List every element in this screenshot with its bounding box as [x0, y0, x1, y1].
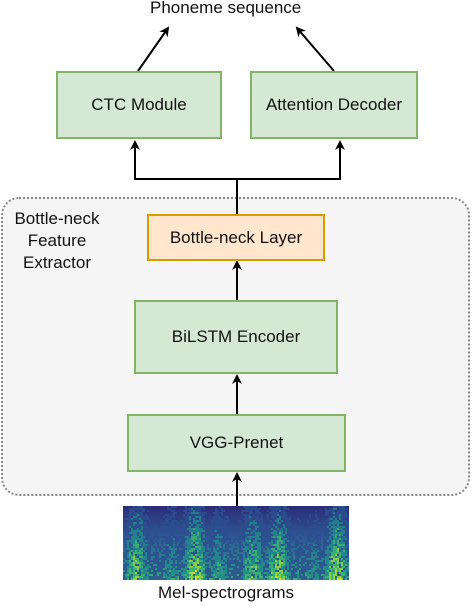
feature-extractor-label-line-2: Feature [27, 231, 87, 250]
arrow-attention-to-output [295, 26, 335, 72]
attention-decoder-box: Attention Decoder [250, 71, 418, 139]
feature-extractor-label-line-1: Bottle-neck [14, 209, 100, 228]
input-label: Mel-spectrograms [158, 583, 295, 602]
bottleneck-layer-box: Bottle-neck Layer [147, 214, 325, 261]
arrow-ctc-to-output [137, 26, 170, 72]
feature-extractor-label: Bottle-neck Feature Extractor [6, 208, 108, 274]
mel-spectrogram-image [123, 506, 349, 580]
bilstm-encoder-box: BiLSTM Encoder [134, 300, 338, 374]
ctc-module-box: CTC Module [56, 71, 222, 139]
vgg-prenet-box: VGG-Prenet [127, 414, 346, 472]
feature-extractor-label-line-3: Extractor [22, 253, 92, 272]
output-label: Phoneme sequence [150, 0, 302, 17]
